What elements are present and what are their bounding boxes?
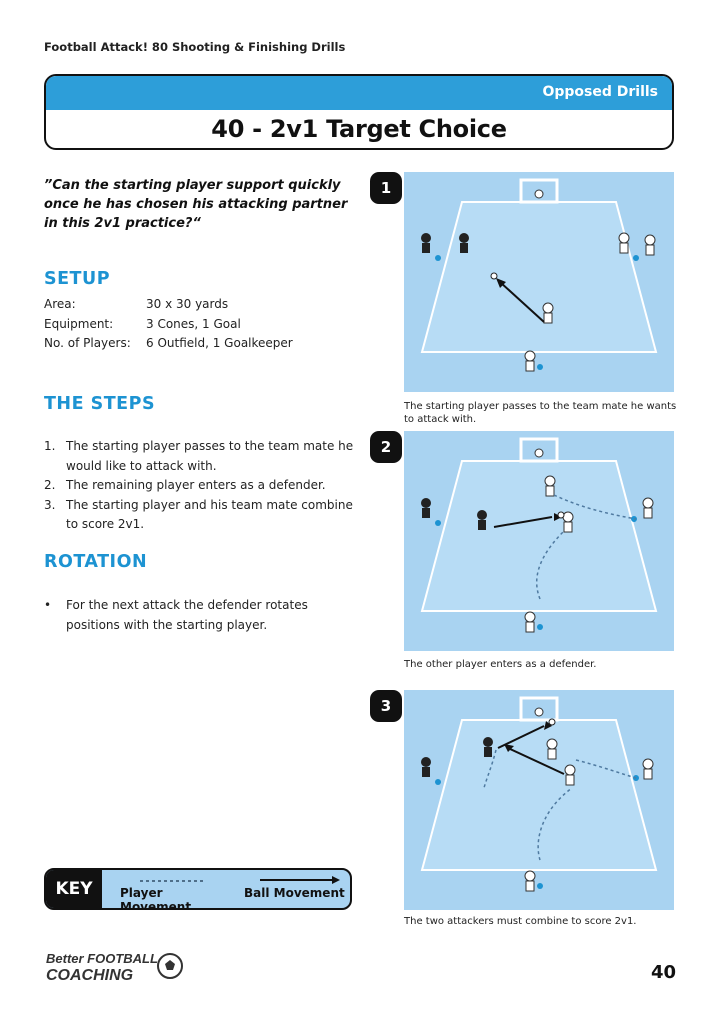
player-icon	[477, 510, 487, 530]
step-text: The remaining player enters as a defende…	[66, 478, 326, 492]
player-icon	[642, 497, 654, 519]
player-icon	[544, 475, 556, 497]
player-icon	[421, 498, 431, 518]
key-legend: KEY Player Movement Ball Movement	[44, 868, 352, 910]
cone-icon	[435, 520, 441, 526]
cone-icon	[537, 364, 543, 370]
rotation-heading: ROTATION	[44, 552, 148, 572]
arrow-line-icon	[260, 876, 340, 884]
player-icon	[618, 232, 630, 254]
ball-movement-label: Ball Movement	[244, 886, 345, 900]
setup-heading: SETUP	[44, 269, 111, 289]
key-ball-movement: Ball Movement	[228, 870, 350, 908]
step-item: 2. The remaining player enters as a defe…	[44, 476, 356, 496]
setup-label: No. of Players:	[44, 336, 131, 350]
setup-value: 30 x 30 yards	[146, 297, 229, 311]
diagram-badge: 1	[370, 172, 402, 204]
section-label: Opposed Drills	[542, 84, 658, 100]
banner-strip: Opposed Drills	[46, 76, 672, 110]
player-icon	[524, 870, 536, 892]
setup-row: No. of Players: 6 Outfield, 1 Goalkeeper	[44, 334, 293, 354]
player-icon	[546, 738, 558, 760]
step-text: The starting player and his team mate co…	[66, 497, 353, 532]
step-text: The starting player passes to the team m…	[66, 439, 354, 473]
publisher-logo: Better FOOTBALL COACHING	[44, 948, 184, 984]
svg-text:Better FOOTBALL: Better FOOTBALL	[46, 951, 158, 966]
page-number: 40	[650, 962, 676, 983]
drill-diagram-2	[404, 431, 674, 651]
rotation-item: • For the next attack the defender rotat…	[44, 596, 356, 635]
book-title: Football Attack! 80 Shooting & Finishing…	[44, 40, 346, 54]
cone-icon	[435, 255, 441, 261]
step-number: 2.	[44, 478, 56, 492]
dashed-line-icon	[140, 880, 206, 882]
player-icon	[524, 350, 536, 372]
player-movement-label: Player Movement	[120, 886, 192, 910]
bullet: •	[44, 598, 52, 612]
setup-label: Equipment:	[44, 316, 114, 331]
steps-heading: THE STEPS	[44, 394, 156, 414]
drill-banner: Opposed Drills 40 - 2v1 Target Choice	[44, 74, 674, 150]
cone-icon	[631, 516, 637, 522]
rotation-text: For the next attack the defender rotates…	[66, 598, 308, 632]
drill-title: 40 - 2v1 Target Choice	[211, 115, 507, 143]
setup-value: 3 Cones, 1 Goal	[146, 316, 241, 331]
cone-icon	[633, 255, 639, 261]
player-icon	[483, 737, 493, 757]
setup-row: Equipment: 3 Cones, 1 Goal	[44, 315, 293, 335]
diagram-badge: 2	[370, 431, 402, 463]
step-item: 3. The starting player and his team mate…	[44, 496, 356, 535]
step-number: 3.	[44, 497, 56, 512]
pitch-diagram-2	[420, 437, 658, 633]
pitch-diagram-1	[420, 178, 658, 372]
setup-table: Area: 30 x 30 yards Equipment: 3 Cones, …	[44, 295, 293, 354]
drill-diagram-3	[404, 690, 674, 910]
step-item: 1. The starting player passes to the tea…	[44, 437, 356, 476]
player-icon	[564, 764, 576, 786]
diagram-caption: The starting player passes to the team m…	[404, 401, 677, 425]
cone-icon	[537, 624, 543, 630]
diagram-badge: 3	[370, 690, 402, 722]
diagram-caption: The two attackers must combine to score …	[404, 916, 637, 927]
goal-icon	[519, 178, 559, 204]
key-label: KEY	[46, 870, 102, 908]
football-logo-icon: Better FOOTBALL COACHING	[46, 951, 183, 984]
key-player-movement: Player Movement	[102, 870, 228, 908]
player-icon	[459, 233, 469, 253]
diagram-caption: The other player enters as a defender.	[404, 659, 597, 670]
player-icon	[524, 611, 536, 633]
player-icon	[542, 302, 554, 324]
pitch-diagram-3	[420, 696, 658, 892]
goal-icon	[519, 696, 559, 722]
player-icon	[421, 757, 431, 777]
player-icon	[421, 233, 431, 253]
svg-text:COACHING: COACHING	[46, 967, 133, 984]
steps-list: 1. The starting player passes to the tea…	[44, 437, 356, 535]
step-number: 1.	[44, 439, 56, 453]
coaching-question: ”Can the starting player support quickly…	[44, 178, 348, 231]
cone-icon	[435, 779, 441, 785]
player-icon	[642, 758, 654, 780]
drill-diagram-1	[404, 172, 674, 392]
setup-value: 6 Outfield, 1 Goalkeeper	[146, 336, 293, 350]
setup-label: Area:	[44, 297, 76, 311]
cone-icon	[537, 883, 543, 889]
setup-row: Area: 30 x 30 yards	[44, 295, 293, 315]
player-icon	[644, 234, 656, 256]
goal-icon	[519, 437, 559, 463]
